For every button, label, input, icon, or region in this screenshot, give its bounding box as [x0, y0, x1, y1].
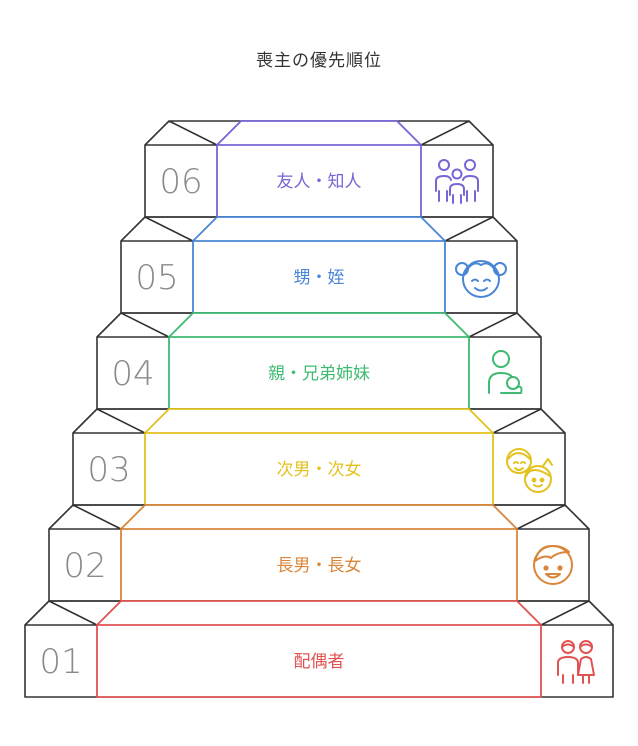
- boy-face-icon: [533, 544, 573, 585]
- step-number: 03: [87, 450, 130, 490]
- step-number: 02: [63, 546, 106, 586]
- priority-step: 01 配偶者: [24, 600, 614, 698]
- step-label: 親・兄弟姉妹: [268, 364, 370, 384]
- step-center-panel: [216, 120, 422, 218]
- priority-step: 02 長男・長女: [48, 504, 590, 602]
- step-center-panel: [120, 504, 518, 602]
- step-center-panel: [168, 312, 470, 410]
- step-label: 甥・姪: [294, 268, 345, 288]
- step-center-panel: [144, 408, 494, 506]
- step-number: 05: [135, 258, 178, 298]
- step-label: 次男・次女: [277, 460, 362, 480]
- step-number: 06: [159, 162, 202, 202]
- step-center-panel: [96, 600, 542, 698]
- priority-step: 05 甥・姪: [120, 216, 518, 314]
- priority-step: 04 親・兄弟姉妹: [96, 312, 542, 410]
- girl-face-icon: [455, 260, 507, 298]
- priority-step: 03 次男・次女: [72, 408, 566, 506]
- couple-icon: [557, 640, 595, 684]
- step-label: 配偶者: [294, 652, 345, 672]
- step-number: 04: [111, 354, 154, 394]
- step-label: 友人・知人: [277, 172, 362, 192]
- diagram-title: 喪主の優先順位: [256, 51, 382, 71]
- parent-child-icon: [488, 350, 523, 394]
- step-number: 01: [39, 642, 82, 682]
- boy-girl-faces-icon: [506, 448, 553, 493]
- step-label: 長男・長女: [277, 556, 362, 576]
- priority-step: 06 友人・知人: [144, 120, 494, 218]
- group-of-people-icon: [435, 159, 479, 204]
- step-center-panel: [192, 216, 446, 314]
